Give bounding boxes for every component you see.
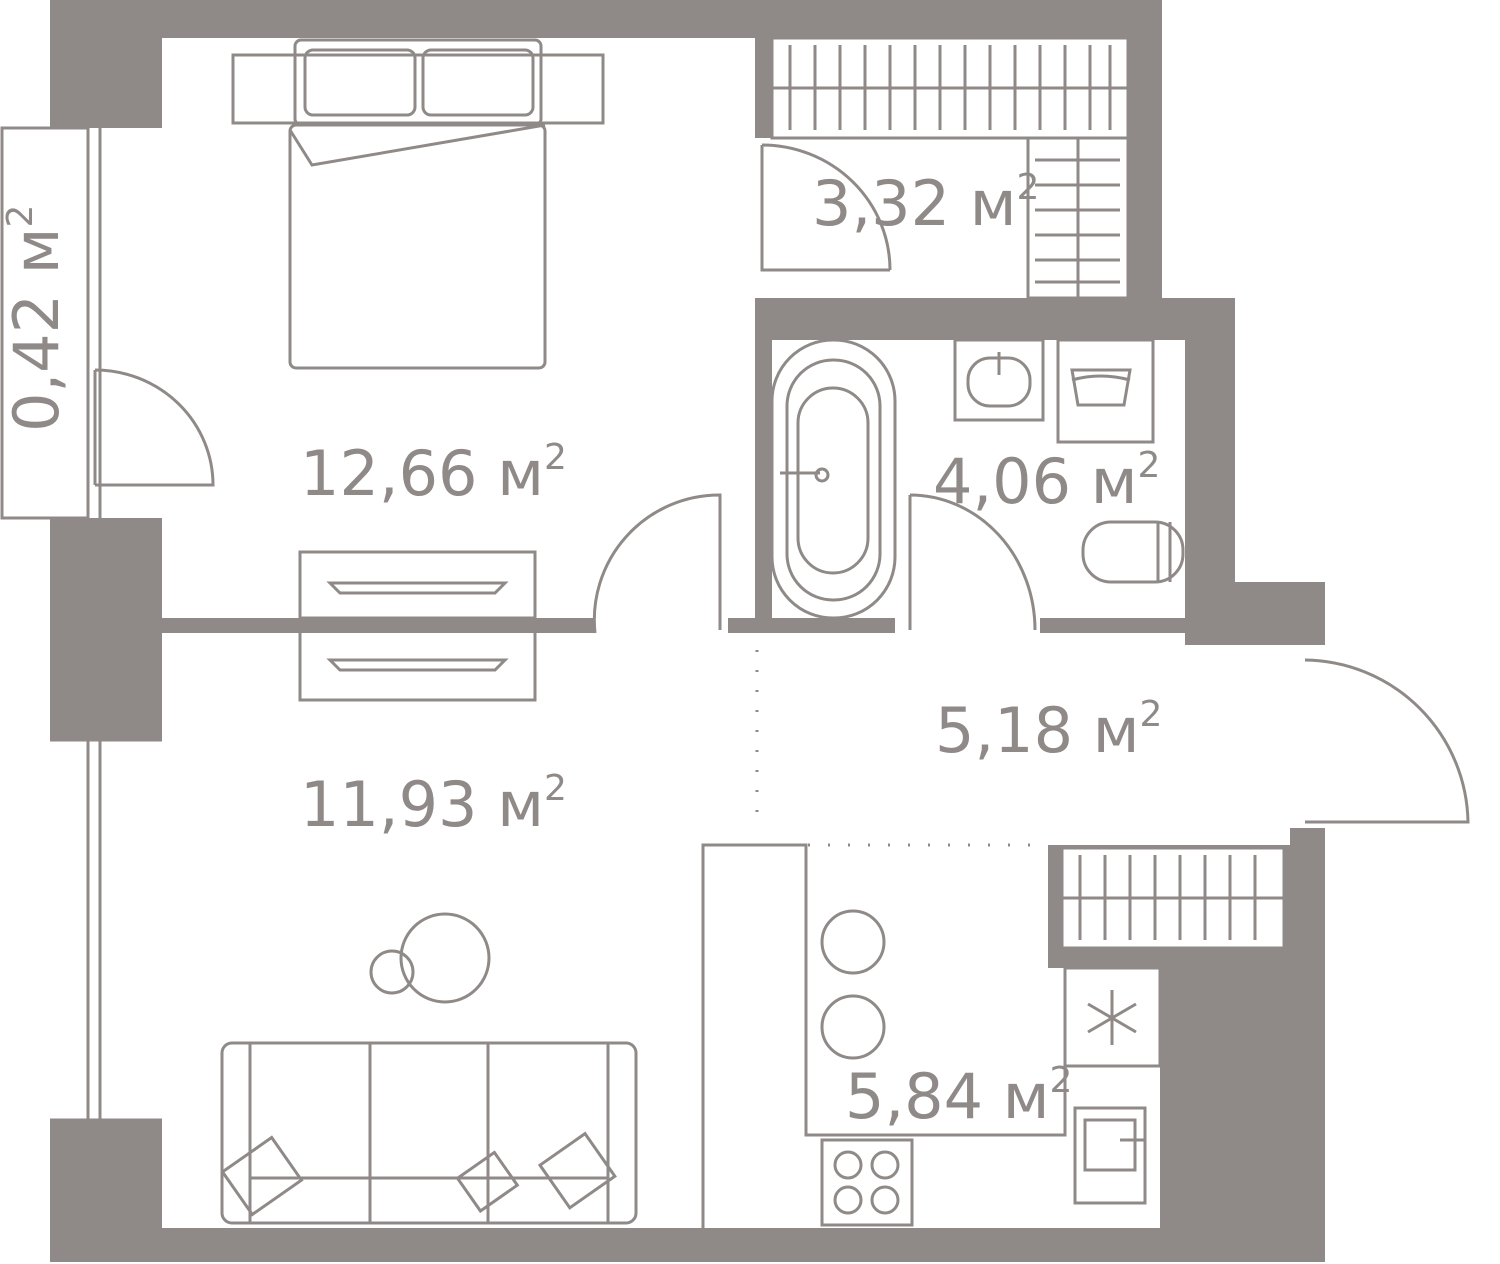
room-label-storage: 3,32 м2 [812, 167, 1039, 240]
room-label-hallway: 5,18 м2 [935, 694, 1162, 767]
room-label-bathroom: 4,06 м2 [933, 445, 1160, 518]
storage-shelves [770, 36, 1130, 300]
doors [93, 143, 1470, 824]
sofa [220, 1041, 638, 1225]
room-label-bedroom: 12,66 м2 [300, 437, 567, 510]
room-label-balcony: 0,42 м2 [0, 205, 73, 432]
bed [231, 38, 605, 370]
walls [50, 0, 1325, 1262]
room-label-living-room: 11,93 м2 [300, 768, 567, 841]
svg-text:0,42 м2: 0,42 м2 [0, 205, 73, 432]
windows [0, 126, 162, 1122]
dresser [298, 550, 537, 702]
bathroom-fixtures [953, 338, 1185, 584]
zone-dividers [755, 650, 1048, 847]
coffee-table [369, 912, 491, 1004]
kitchen-counter [701, 843, 1162, 1228]
bathtub [770, 338, 897, 620]
kitchen-cabinet [1062, 855, 1284, 940]
room-label-kitchen: 5,84 м2 [845, 1060, 1072, 1133]
